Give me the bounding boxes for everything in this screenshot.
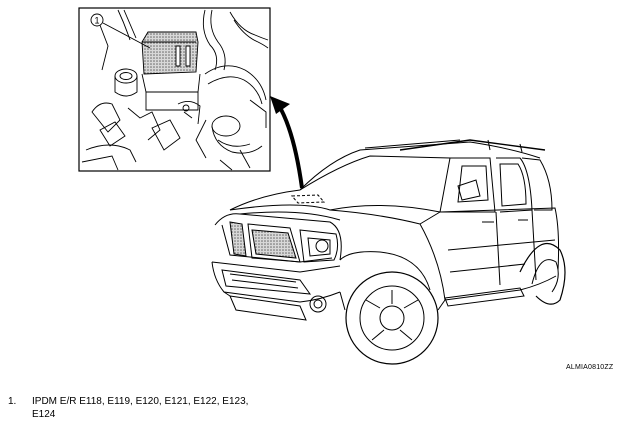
callout-circle (90, 13, 104, 27)
location-arrowhead (270, 96, 290, 114)
legend-item-number: 1. (8, 396, 17, 407)
callout-number: 1 (94, 16, 99, 26)
detail-inset: 1 (78, 7, 271, 172)
callout-leader (102, 22, 151, 49)
legend-item: 1. IPDM E/R E118, E119, E120, E121, E122… (8, 395, 252, 421)
location-arrow (276, 102, 304, 189)
ipdm-module (141, 31, 199, 75)
rear-wheel (519, 242, 566, 305)
legend: 1. IPDM E/R E118, E119, E120, E121, E122… (8, 395, 252, 421)
figure-id: ALMIA0810ZZ (566, 364, 614, 371)
legend-item-text: IPDM E/R E118, E119, E120, E121, E122, E… (32, 396, 249, 420)
vehicle-outline (211, 139, 566, 365)
engine-bay-detail (81, 9, 269, 171)
front-wheel (345, 271, 439, 365)
ipdm-location-marker (290, 194, 326, 204)
